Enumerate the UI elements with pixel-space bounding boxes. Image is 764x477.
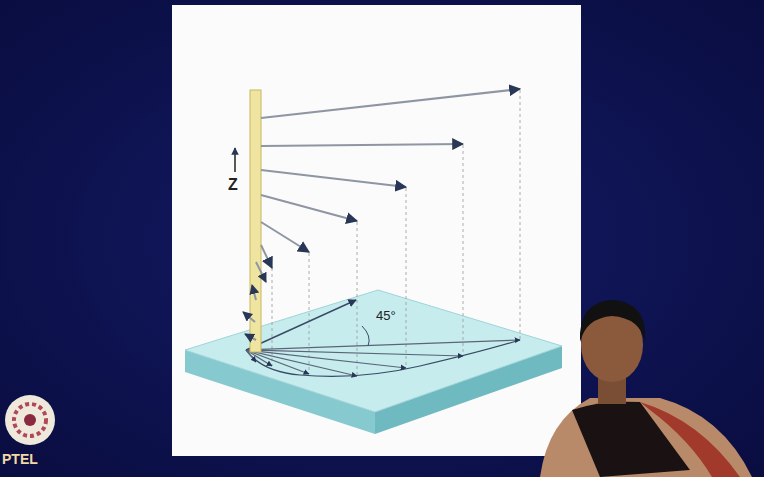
velocity-arrow bbox=[245, 334, 256, 340]
presenter-saree bbox=[540, 398, 752, 477]
projection-line bbox=[520, 90, 521, 340]
velocity-arrow bbox=[261, 144, 463, 146]
projection-arrow bbox=[246, 350, 309, 374]
plate-top bbox=[185, 290, 562, 412]
presenter-hair bbox=[580, 300, 645, 342]
velocity-arrow bbox=[261, 170, 406, 187]
angle-label: 45° bbox=[376, 309, 396, 322]
velocity-arrow bbox=[261, 195, 357, 221]
velocity-arrow bbox=[261, 245, 272, 268]
logo-disc bbox=[5, 395, 55, 445]
logo-text: PTEL bbox=[2, 452, 38, 466]
surface-wind-arrow bbox=[246, 300, 356, 350]
axis-label: Z bbox=[228, 177, 238, 193]
hodograph-curve bbox=[246, 340, 520, 376]
axis-arrow bbox=[234, 148, 236, 172]
vertical-pole bbox=[250, 90, 261, 352]
presenter-blouse bbox=[572, 402, 690, 477]
projection-line bbox=[463, 145, 464, 356]
velocity-arrow bbox=[243, 312, 255, 322]
projection-arrow bbox=[246, 350, 357, 376]
velocity-arrow bbox=[256, 262, 266, 282]
projection-line bbox=[406, 188, 407, 368]
velocity-arrows bbox=[243, 89, 520, 340]
velocity-arrow bbox=[252, 285, 256, 300]
figure-panel bbox=[172, 5, 581, 456]
velocity-arrow bbox=[261, 89, 520, 118]
surface-projection-arrows bbox=[246, 340, 520, 376]
angle-arc bbox=[362, 326, 369, 346]
projection-arrow bbox=[246, 350, 463, 356]
projection-arrow bbox=[246, 340, 520, 350]
projection-lines bbox=[272, 90, 520, 376]
logo-hub bbox=[24, 414, 36, 426]
velocity-arrow bbox=[261, 222, 309, 252]
logo-wheel bbox=[14, 404, 46, 436]
presenter-saree-border bbox=[640, 402, 740, 477]
projection-line bbox=[309, 253, 310, 374]
